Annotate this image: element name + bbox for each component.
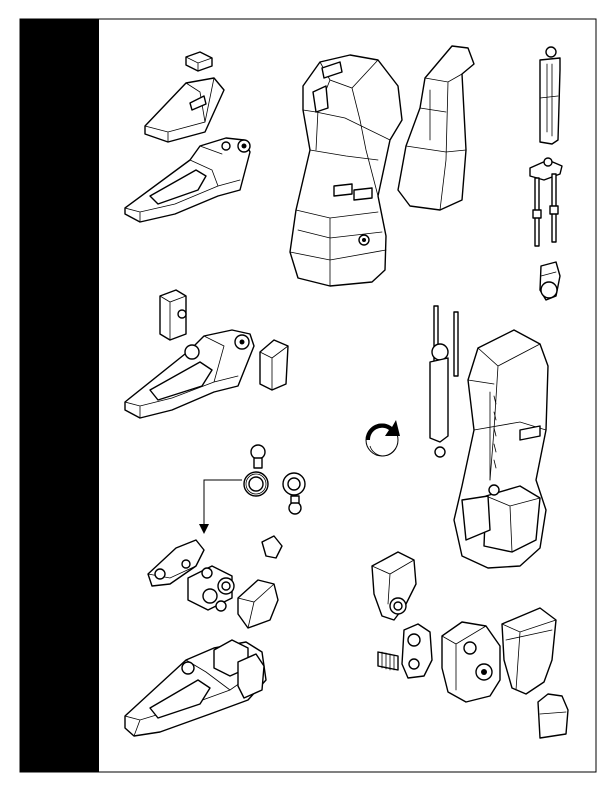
rotate-arrow-icon xyxy=(365,420,400,457)
leg-shell-side-part xyxy=(397,45,475,211)
shin-cover-part xyxy=(144,77,225,143)
final-foot-part xyxy=(124,639,267,737)
knee-plate-part xyxy=(377,623,433,679)
small-end-part xyxy=(501,607,557,695)
leg-shell-front-part xyxy=(289,54,403,287)
ball-joint-part xyxy=(250,444,266,469)
small-clip-part xyxy=(185,51,213,72)
piston-rod-part xyxy=(539,46,561,145)
twin-rod-part xyxy=(529,157,563,247)
foot-frame-part xyxy=(124,137,251,223)
small-block-part xyxy=(259,339,289,391)
round-joint-part xyxy=(539,261,561,301)
armor-plate-part xyxy=(441,621,501,703)
ring-joint-part xyxy=(243,471,306,515)
ankle-parts-group xyxy=(147,535,283,629)
foot-assembly-part xyxy=(124,329,255,419)
down-arrow-icon xyxy=(199,479,242,534)
block-joint-part xyxy=(159,289,187,341)
hip-socket-part xyxy=(371,551,417,621)
assembled-leg-part xyxy=(429,305,549,569)
black-side-tab xyxy=(20,19,99,772)
end-cap-part xyxy=(537,693,569,739)
